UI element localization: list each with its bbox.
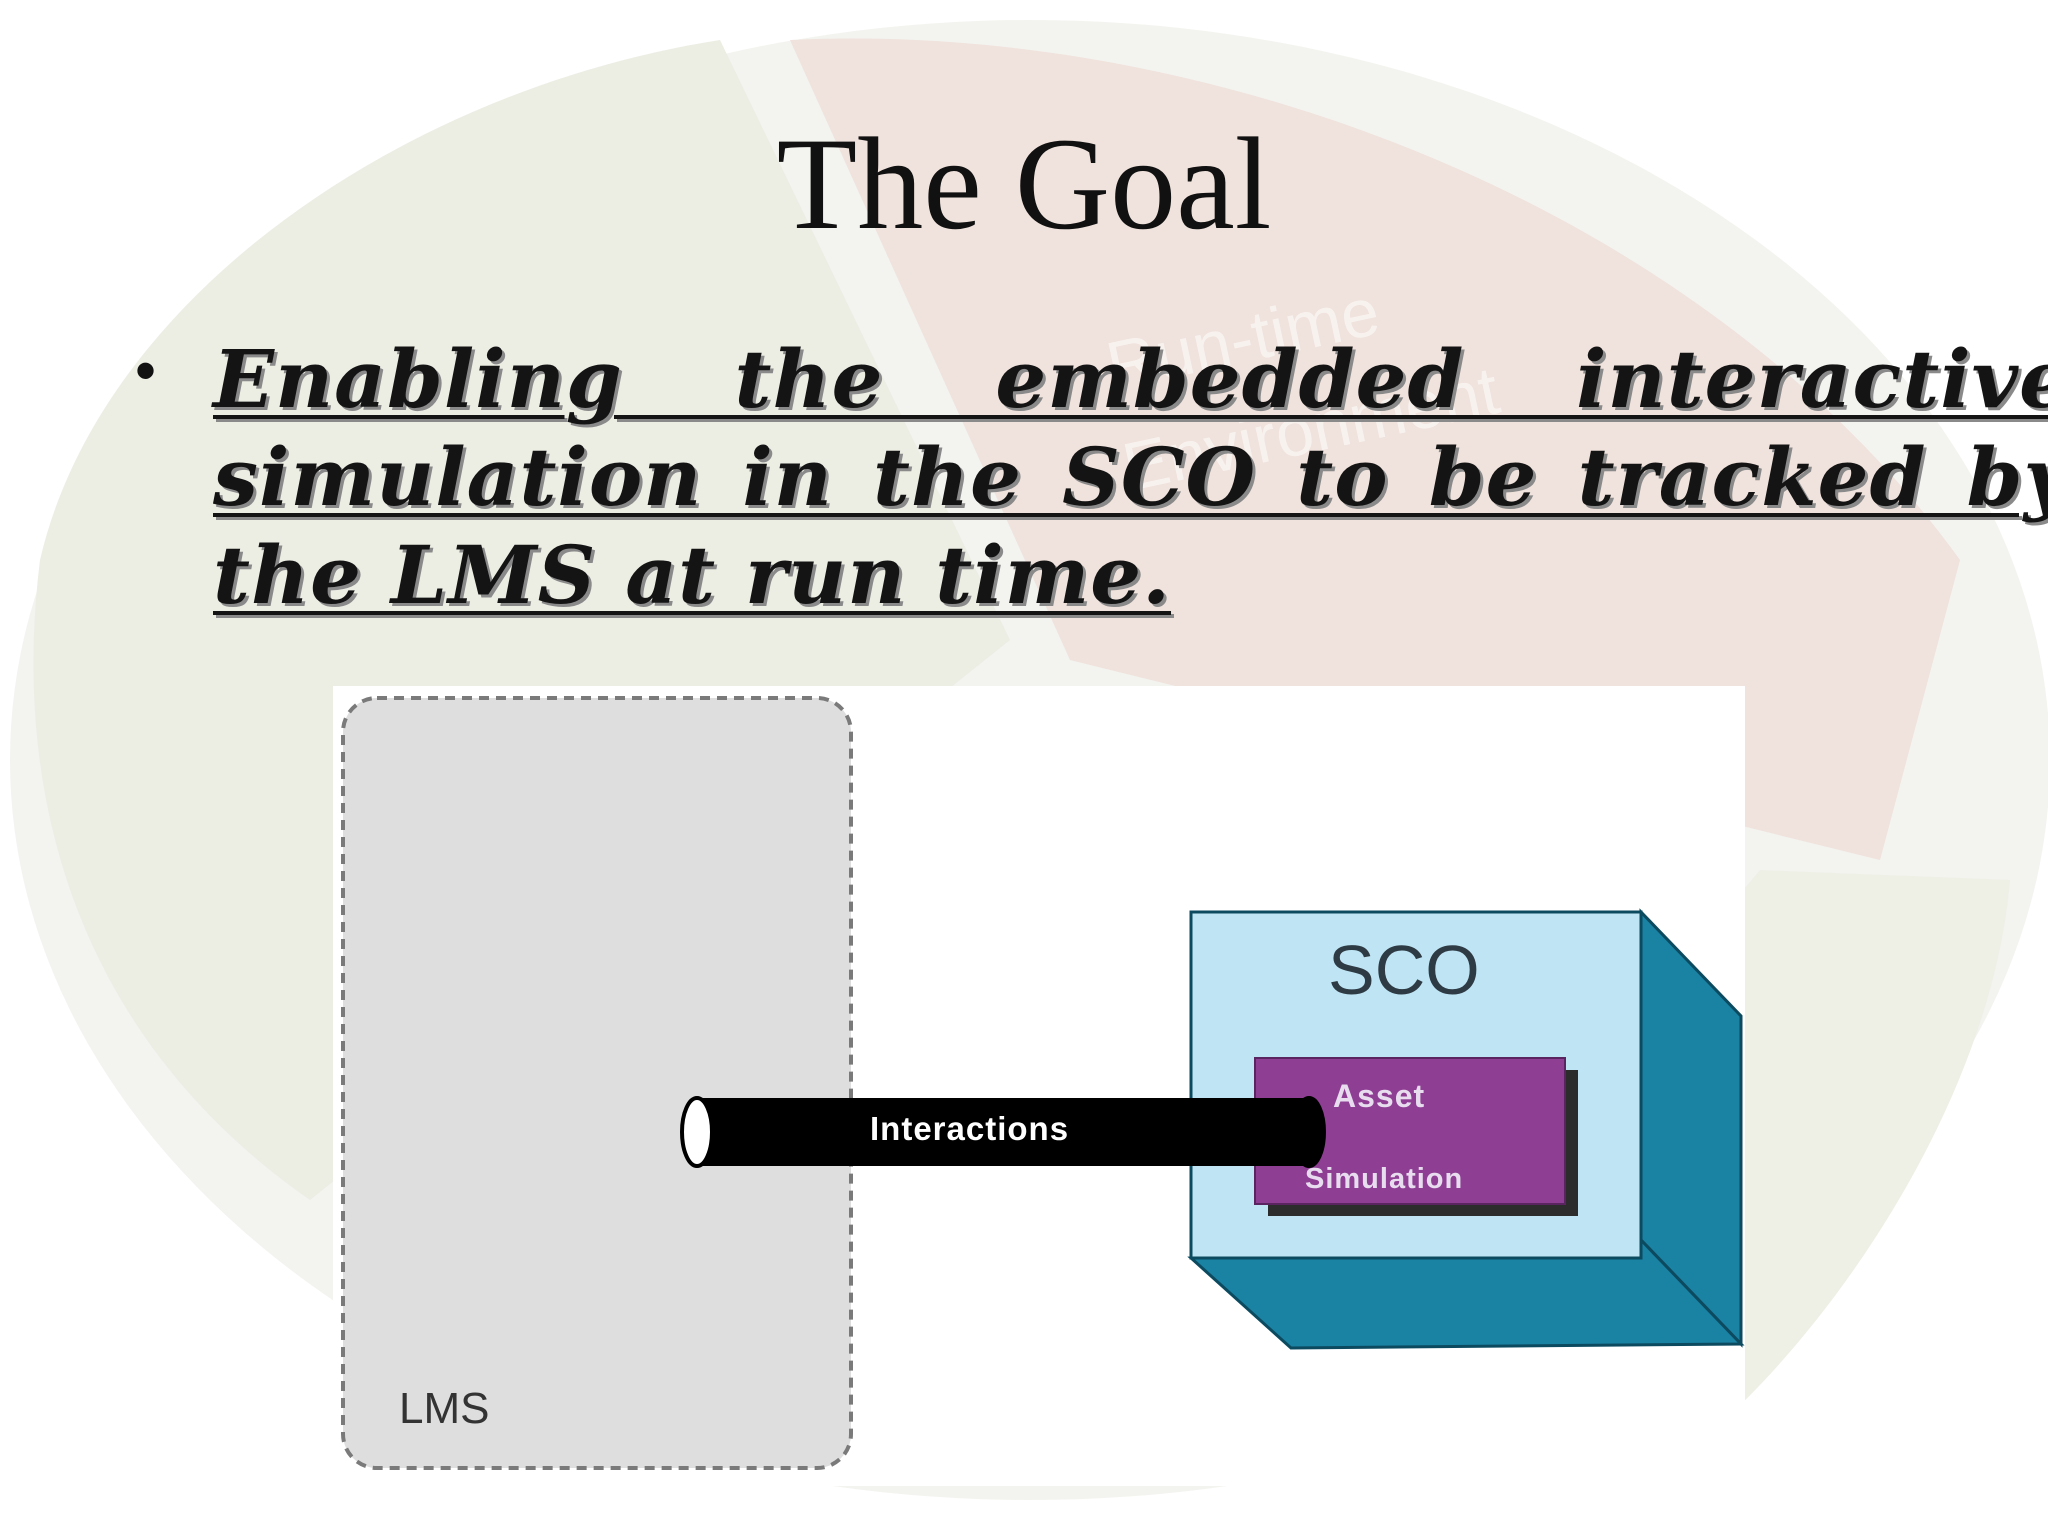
- bullet-marker: •: [135, 337, 157, 404]
- bullet-text: Enabling the embedded interactive simula…: [213, 332, 2048, 622]
- pipe-end-right: [1292, 1096, 1326, 1168]
- lms-label: LMS: [399, 1384, 490, 1433]
- asset-label: Asset: [1333, 1078, 1426, 1114]
- watermark-segment-left: [33, 40, 1010, 1200]
- slide-title: The Goal: [776, 110, 1272, 257]
- lms-box: [341, 696, 853, 1470]
- interactions-pipe: [697, 1098, 1309, 1166]
- pipe-end-left: [680, 1096, 714, 1168]
- interactions-label: Interactions: [870, 1110, 1070, 1147]
- simulation-label: Simulation: [1305, 1163, 1464, 1195]
- watermark-segment-right: [790, 38, 1960, 860]
- sco-label: SCO: [1328, 931, 1480, 1009]
- lms-sco-diagram: LMS SCO Asset Simulation Interactions: [333, 686, 1745, 1486]
